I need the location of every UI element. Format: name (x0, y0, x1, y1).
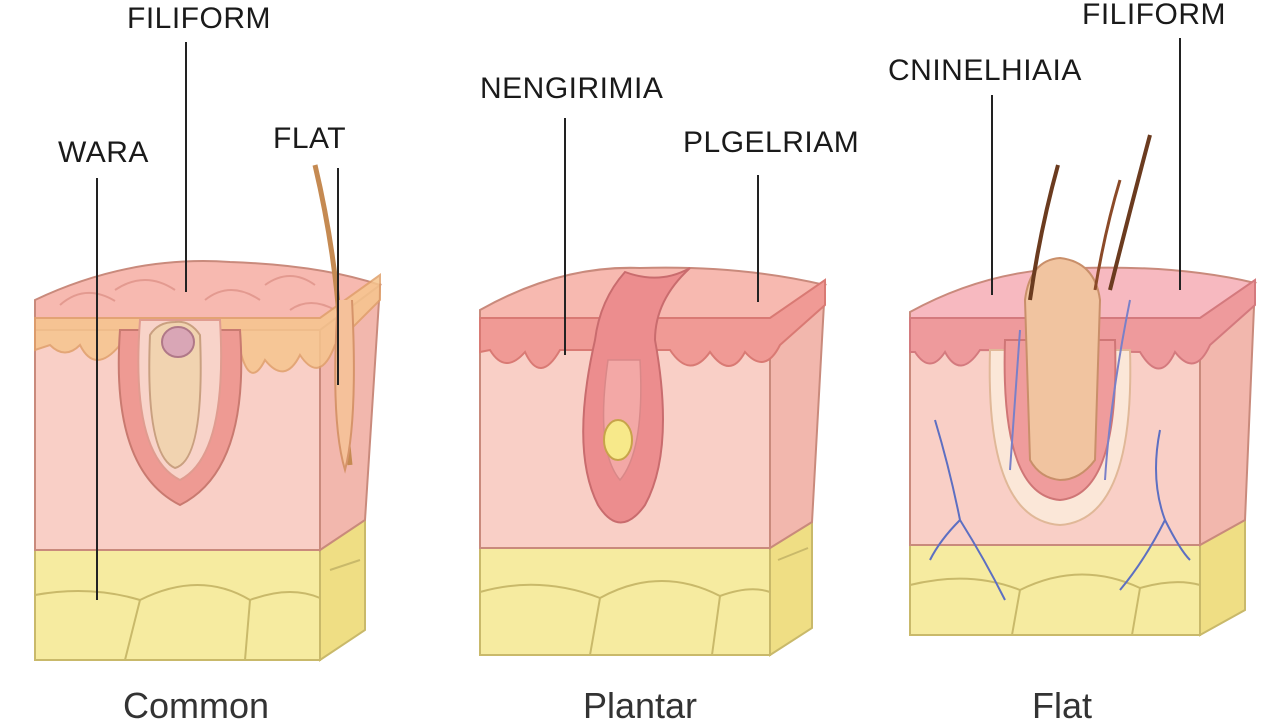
fat-cells (34, 559, 361, 661)
blood-vessels (929, 419, 1191, 601)
hair-shaft (1108, 134, 1152, 291)
caption-flat: Flat (1031, 685, 1093, 720)
label-cninelhiaia: CNINELHIAIA (888, 54, 1082, 87)
label-wara: WARA (58, 136, 149, 169)
wart-core (148, 320, 202, 470)
fat-cells (909, 573, 1201, 636)
fat-layer (34, 549, 321, 661)
wart-core (603, 419, 633, 461)
hair-shaft (1028, 164, 1060, 301)
hair-shaft (1093, 179, 1122, 291)
label-filiform-flat: FILIFORM (1082, 0, 1226, 31)
panel-plantar-block (479, 266, 828, 657)
wart-tip (161, 326, 195, 358)
fat-cells (479, 547, 809, 656)
label-nengirimia: NENGIRIMIA (480, 72, 664, 105)
label-flat-common: FLAT (273, 122, 347, 155)
fat-layer (909, 544, 1201, 636)
leader-lines (96, 38, 1181, 600)
caption-common: Common (122, 685, 270, 720)
hair-follicle (334, 299, 355, 474)
panel-flat-block (909, 134, 1258, 637)
surface-bumps (59, 275, 336, 311)
caption-plantar: Plantar (582, 685, 698, 720)
label-filiform-common: FILIFORM (127, 2, 271, 35)
wart-core (1023, 256, 1102, 482)
follicle-lining (1009, 299, 1131, 481)
fat-layer (479, 547, 771, 656)
panel-common-block (34, 164, 383, 662)
label-plgelriam: PLGELRIAM (683, 126, 860, 159)
